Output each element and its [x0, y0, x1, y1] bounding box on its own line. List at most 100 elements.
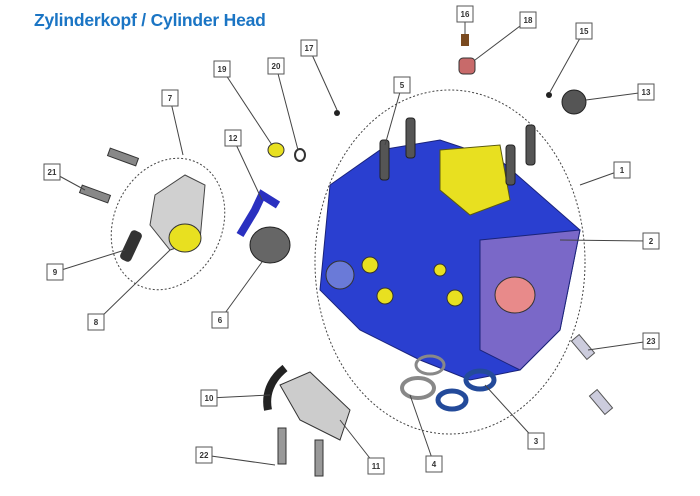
thermostat-housing-part — [149, 174, 206, 253]
callout-box — [456, 5, 474, 23]
callout-box — [43, 163, 61, 181]
callout-21: 21 — [43, 163, 86, 191]
callout-box — [200, 389, 218, 407]
callout-number: 21 — [48, 168, 57, 177]
leader-line — [208, 394, 271, 399]
part-15-plug — [546, 92, 552, 98]
callout-box — [211, 311, 229, 329]
callout-box — [642, 232, 660, 250]
leader-line — [474, 19, 529, 61]
callout-box — [213, 60, 231, 78]
callout-number: 11 — [372, 462, 381, 471]
part-13-sleeve — [561, 89, 587, 115]
callout-number: 5 — [400, 81, 405, 90]
leader-line — [559, 239, 652, 242]
callout-number: 22 — [200, 451, 209, 460]
group-outline-head — [314, 89, 586, 435]
callout-box — [637, 83, 655, 101]
leader-line — [587, 340, 652, 351]
callout-number: 10 — [205, 394, 214, 403]
callout-3: 3 — [484, 384, 545, 450]
part-20-oring — [294, 148, 306, 162]
callout-11: 11 — [339, 419, 385, 475]
callout-box — [46, 263, 64, 281]
callout-10: 10 — [200, 389, 271, 407]
callout-box — [161, 89, 179, 107]
leader-line — [219, 261, 263, 321]
callout-number: 19 — [218, 65, 227, 74]
callout-number: 7 — [168, 94, 173, 103]
callout-box — [267, 57, 285, 75]
callout-number: 23 — [647, 337, 656, 346]
callout-number: 6 — [218, 316, 223, 325]
leader-line — [409, 394, 435, 465]
cylinder-head-part — [319, 139, 581, 381]
leader-line — [585, 91, 647, 101]
callout-box — [87, 313, 105, 331]
part-18-cap — [458, 57, 476, 75]
callout-18: 18 — [474, 11, 537, 61]
leader-line — [169, 97, 184, 156]
leader-line — [549, 30, 585, 93]
leader-line — [484, 384, 537, 442]
callout-number: 12 — [229, 134, 238, 143]
callout-number: 8 — [94, 318, 99, 327]
stud-bolts-part — [379, 117, 536, 186]
callout-box — [195, 446, 213, 464]
callout-number: 18 — [524, 16, 533, 25]
callout-box — [393, 76, 411, 94]
callout-6: 6 — [211, 261, 263, 329]
callout-16: 16 — [456, 5, 474, 34]
callout-number: 9 — [53, 268, 58, 277]
part-12-hose — [236, 189, 281, 238]
callout-4: 4 — [409, 394, 443, 473]
callout-1: 1 — [579, 161, 631, 186]
callout-20: 20 — [267, 57, 299, 151]
callout-number: 17 — [305, 44, 314, 53]
callout-number: 13 — [642, 88, 651, 97]
callout-number: 3 — [534, 437, 539, 446]
callout-box — [224, 129, 242, 147]
part-10-hose — [263, 364, 288, 411]
part-21-bolt-b — [78, 184, 112, 204]
leader-line — [95, 249, 171, 323]
callout-number: 16 — [461, 10, 470, 19]
part-6-thermostat — [249, 226, 291, 264]
part-11-flange — [279, 371, 351, 441]
leader-line — [308, 47, 338, 111]
leader-line — [54, 249, 126, 273]
callout-number: 20 — [272, 62, 281, 71]
part-16-bleed-screw — [461, 34, 469, 46]
callout-15: 15 — [549, 22, 593, 93]
callout-box — [575, 22, 593, 40]
callout-9: 9 — [46, 249, 126, 281]
callout-box — [642, 332, 660, 350]
part-22-bolt-a — [277, 427, 287, 465]
leader-line — [232, 137, 263, 201]
callout-box — [300, 39, 318, 57]
callout-23: 23 — [587, 332, 660, 351]
callout-box — [425, 455, 443, 473]
callout-box — [613, 161, 631, 179]
seal-rings-part — [400, 354, 497, 412]
part-23-dowel-a — [570, 333, 596, 361]
callout-box — [519, 11, 537, 29]
callout-number: 4 — [432, 460, 437, 469]
callout-19: 19 — [213, 60, 273, 146]
callout-17: 17 — [300, 39, 338, 111]
callout-2: 2 — [559, 232, 660, 250]
leader-line — [384, 84, 403, 146]
callout-number: 2 — [649, 237, 654, 246]
page-title: Zylinderkopf / Cylinder Head — [34, 10, 266, 30]
part-23-dowel-b — [588, 388, 614, 416]
part-9-nipple — [120, 230, 142, 262]
leader-line — [275, 65, 299, 151]
callout-13: 13 — [585, 83, 655, 101]
callout-7: 7 — [161, 89, 184, 156]
leader-line — [221, 68, 273, 146]
part-21-bolt-a — [106, 147, 140, 167]
callout-22: 22 — [195, 446, 276, 466]
part-22-bolt-b — [314, 439, 324, 477]
part-17-ball — [334, 110, 340, 116]
